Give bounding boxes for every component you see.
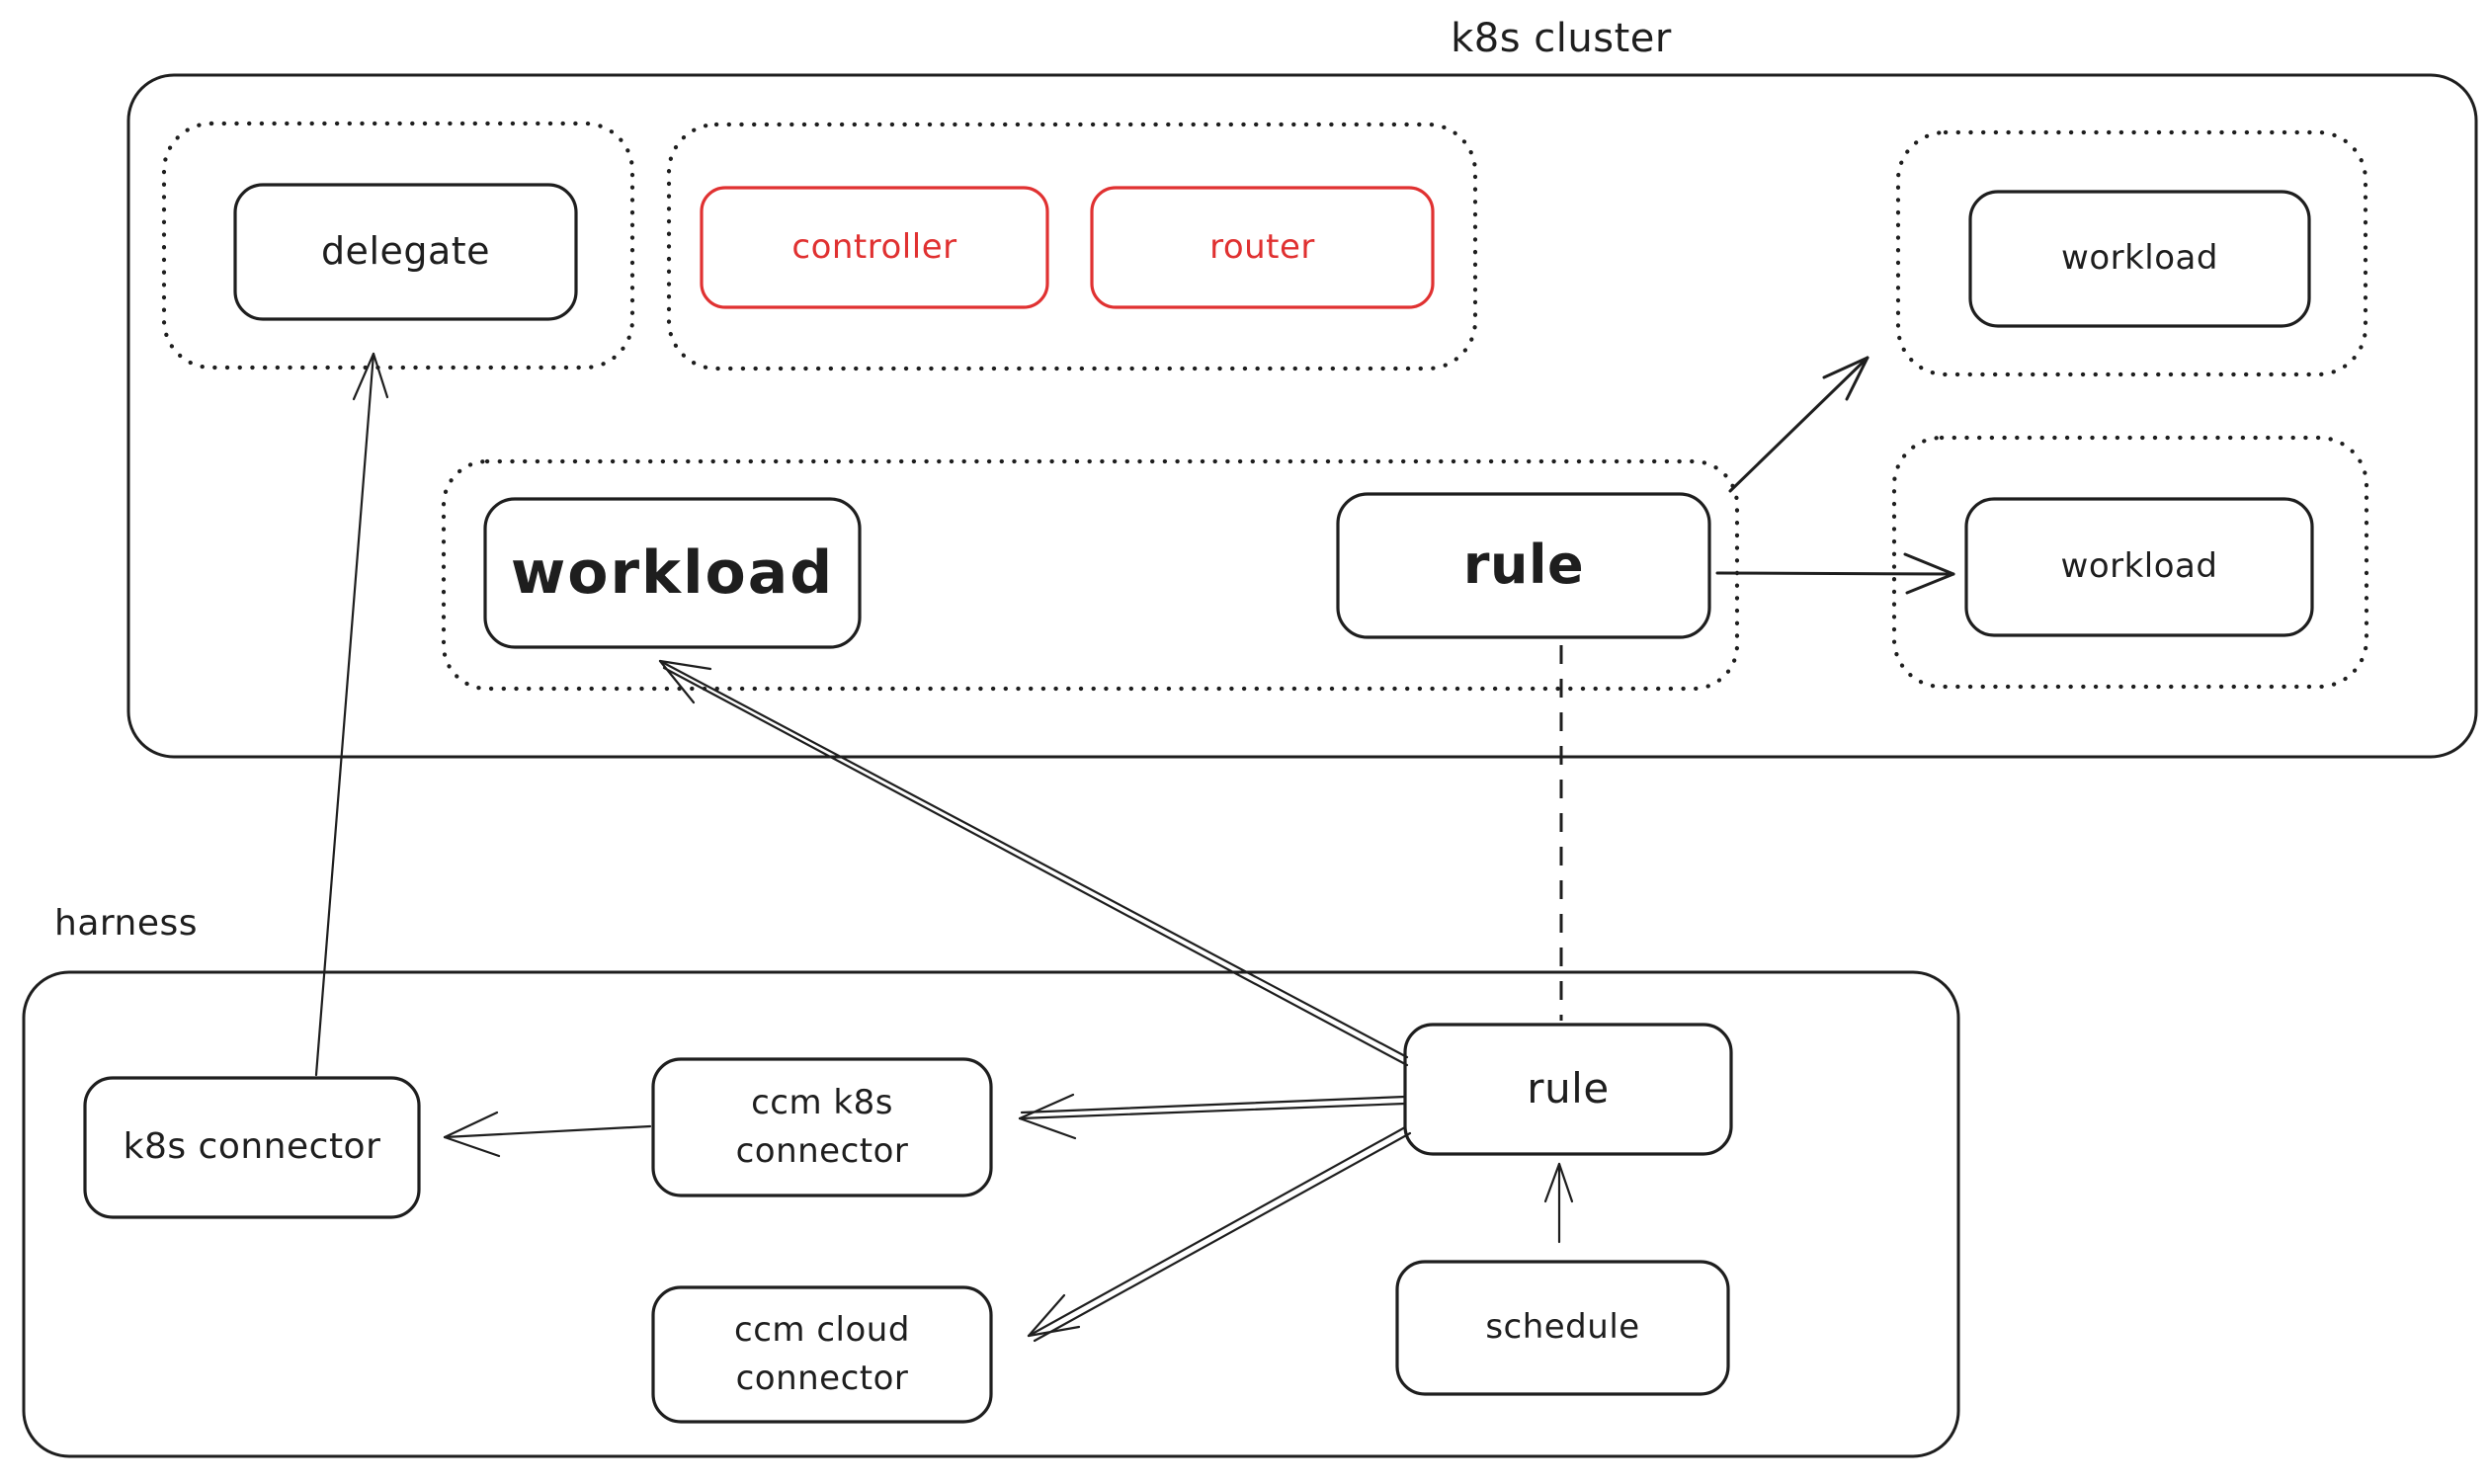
workload-main-box xyxy=(483,497,862,649)
arrow-harness-rule-to-ccm-k8s-connector xyxy=(1018,1093,1407,1140)
workload-mid-right-group-dotted-box xyxy=(1891,435,2369,690)
router-box xyxy=(1090,186,1435,309)
rule-cluster-box xyxy=(1336,492,1711,639)
arrow-harness-rule-to-ccm-cloud-connector xyxy=(1027,1125,1412,1343)
arrow-k8s-connector-to-delegate xyxy=(314,352,389,1077)
workload-mid-right-label: workload xyxy=(2060,546,2218,587)
workload-main-label: workload xyxy=(510,537,835,608)
controller-box xyxy=(700,186,1049,309)
arrow-ccm-k8s-connector-to-k8s-connector xyxy=(443,1111,652,1158)
rule-harness-label: rule xyxy=(1527,1064,1610,1113)
workload-top-right-label: workload xyxy=(2061,238,2218,279)
k8s-cluster-frame xyxy=(126,73,2478,759)
workload-mid-right-box xyxy=(1964,497,2314,637)
k8s-connector-label: k8s connector xyxy=(123,1126,381,1168)
schedule-label: schedule xyxy=(1485,1307,1640,1348)
rule-cluster-label: rule xyxy=(1462,534,1585,597)
harness-frame xyxy=(22,970,1960,1458)
arrow-cluster-rule-to-workload-mid-right xyxy=(1715,552,1955,595)
router-label: router xyxy=(1209,226,1315,267)
k8s-connector-box xyxy=(83,1076,421,1219)
workload-top-right-box xyxy=(1968,190,2311,328)
delegate-group-dotted-box xyxy=(161,121,635,371)
rule-harness-box xyxy=(1403,1023,1733,1156)
ccm-cloud-connector-box xyxy=(651,1285,993,1424)
ccm-k8s-connector-label: ccm k8s connector xyxy=(735,1082,909,1171)
delegate-box xyxy=(233,183,578,321)
workload-rule-group-dotted-box xyxy=(441,458,1740,692)
ccm-k8s-connector-box xyxy=(651,1057,993,1197)
arrow-cluster-rule-to-workload-top-right xyxy=(1728,356,1869,493)
arrow-harness-rule-to-workload-main xyxy=(658,659,1409,1067)
controller-router-group-dotted-box xyxy=(666,122,1478,371)
controller-label: controller xyxy=(791,226,957,267)
ccm-cloud-connector-label: ccm cloud connector xyxy=(734,1309,910,1398)
arrow-schedule-to-harness-rule xyxy=(1543,1162,1574,1244)
workload-top-right-group-dotted-box xyxy=(1895,129,2368,377)
k8s-cluster-title: k8s cluster xyxy=(1451,16,1672,61)
delegate-label: delegate xyxy=(320,229,491,274)
harness-title: harness xyxy=(54,903,199,944)
schedule-box xyxy=(1395,1260,1730,1396)
